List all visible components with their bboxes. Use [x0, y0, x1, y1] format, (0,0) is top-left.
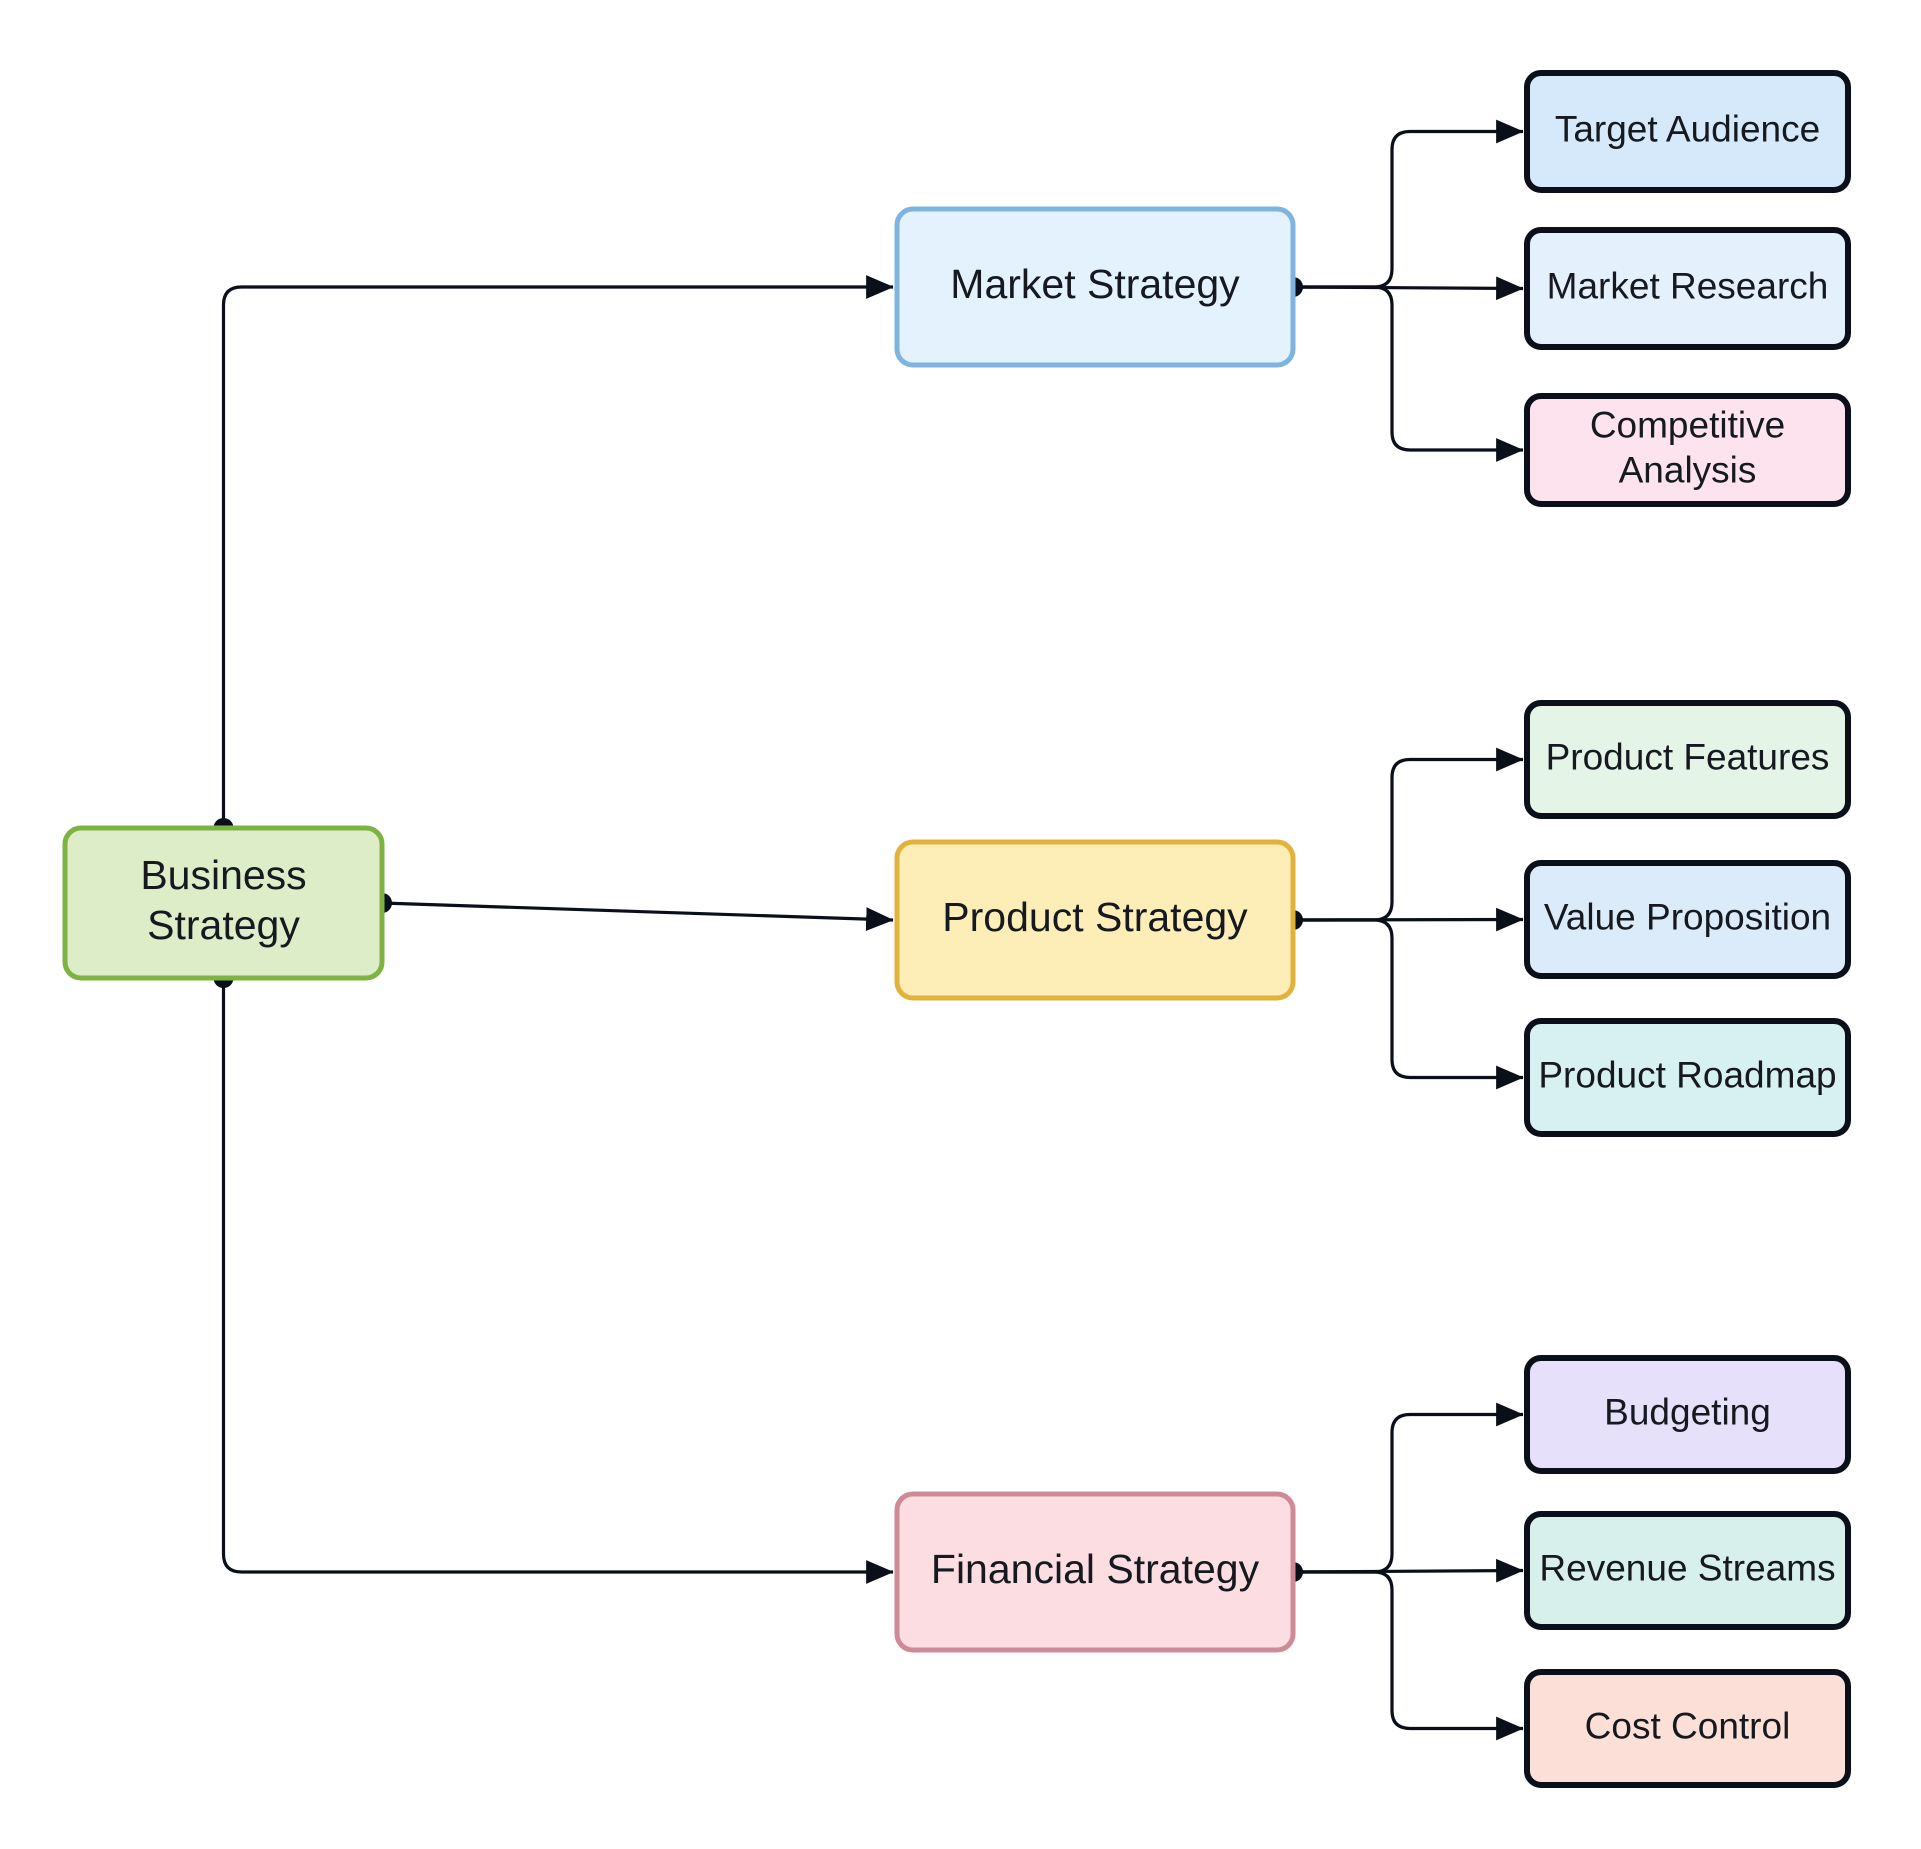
- node-value-proposition[interactable]: Value Proposition: [1524, 860, 1851, 979]
- node-label-target-audience: Target Audience: [1555, 108, 1820, 149]
- node-market-research[interactable]: Market Research: [1524, 227, 1851, 350]
- node-label-financial-strategy: Financial Strategy: [931, 1546, 1260, 1592]
- node-revenue-streams[interactable]: Revenue Streams: [1524, 1511, 1851, 1630]
- edge-financial-strategy-to-budgeting: [1293, 1402, 1524, 1574]
- node-label-product-features: Product Features: [1546, 736, 1830, 777]
- edge-market-strategy-to-target-audience: [1293, 119, 1524, 289]
- node-box-market-strategy[interactable]: [894, 206, 1296, 368]
- node-box-product-roadmap[interactable]: [1524, 1018, 1851, 1137]
- node-budgeting[interactable]: Budgeting: [1524, 1355, 1851, 1474]
- node-label-value-proposition: Value Proposition: [1544, 896, 1831, 937]
- edge-product-strategy-to-product-roadmap: [1293, 918, 1524, 1090]
- node-financial-strategy[interactable]: Financial Strategy: [894, 1491, 1296, 1653]
- node-label-product-strategy: Product Strategy: [942, 894, 1248, 940]
- node-box-product-strategy[interactable]: [894, 839, 1296, 1001]
- node-box-target-audience[interactable]: [1524, 70, 1851, 193]
- edge-root-to-market-strategy: [221, 275, 894, 828]
- node-box-business-strategy[interactable]: [62, 825, 385, 981]
- node-box-competitive-analysis[interactable]: [1524, 393, 1851, 507]
- node-label-product-roadmap: Product Roadmap: [1538, 1054, 1836, 1095]
- edge-root-to-financial-strategy: [221, 978, 894, 1584]
- edge-root-to-product-strategy: [381, 901, 894, 931]
- node-label-budgeting: Budgeting: [1604, 1391, 1771, 1432]
- node-label-cost-control: Cost Control: [1585, 1705, 1791, 1746]
- node-target-audience[interactable]: Target Audience: [1524, 70, 1851, 193]
- node-cost-control[interactable]: Cost Control: [1524, 1669, 1851, 1788]
- node-box-market-research[interactable]: [1524, 227, 1851, 350]
- edge-financial-strategy-to-cost-control: [1293, 1570, 1524, 1741]
- node-product-strategy[interactable]: Product Strategy: [894, 839, 1296, 1001]
- node-label-market-research: Market Research: [1547, 265, 1829, 306]
- edge-market-strategy-to-competitive-analysis: [1293, 285, 1524, 462]
- edge-layer: [213, 119, 1524, 1741]
- node-box-product-features[interactable]: [1524, 700, 1851, 819]
- node-label-revenue-streams: Revenue Streams: [1539, 1547, 1835, 1588]
- node-box-revenue-streams[interactable]: [1524, 1511, 1851, 1630]
- node-box-cost-control[interactable]: [1524, 1669, 1851, 1788]
- edge-product-strategy-to-product-features: [1293, 747, 1524, 922]
- node-label-market-strategy: Market Strategy: [950, 261, 1240, 307]
- node-box-value-proposition[interactable]: [1524, 860, 1851, 979]
- node-product-roadmap[interactable]: Product Roadmap: [1524, 1018, 1851, 1137]
- node-box-financial-strategy[interactable]: [894, 1491, 1296, 1653]
- node-market-strategy[interactable]: Market Strategy: [894, 206, 1296, 368]
- node-box-budgeting[interactable]: [1524, 1355, 1851, 1474]
- node-product-features[interactable]: Product Features: [1524, 700, 1851, 819]
